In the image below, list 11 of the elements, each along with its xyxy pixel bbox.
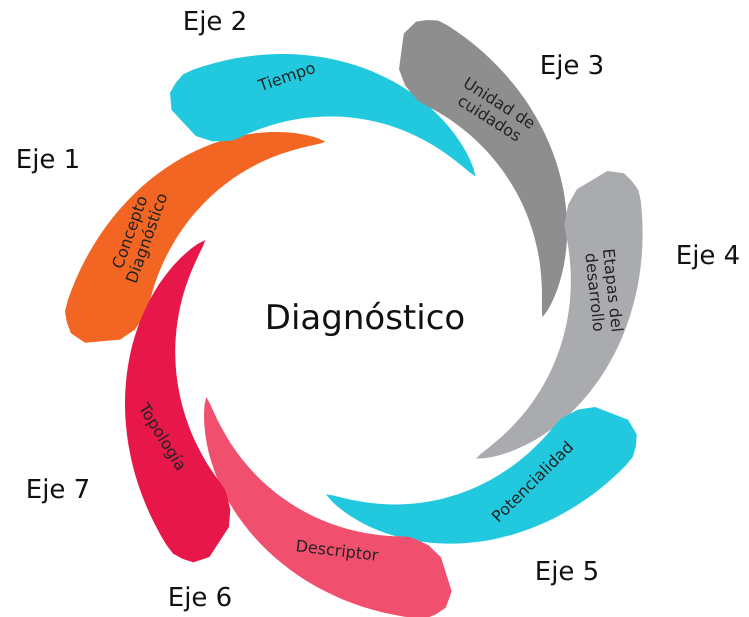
segment-label: Descriptor bbox=[294, 534, 380, 566]
axis-label: Eje 2 bbox=[182, 7, 248, 37]
axis-label: Eje 7 bbox=[26, 475, 90, 505]
axis-label: Eje 5 bbox=[534, 557, 600, 587]
axis-label: Eje 4 bbox=[676, 241, 740, 271]
segment-label: Etapas del desarrollo bbox=[580, 246, 628, 336]
axis-label: Eje 1 bbox=[16, 145, 80, 175]
segment-label: Tiempo bbox=[254, 56, 319, 98]
axis-label: Eje 6 bbox=[168, 583, 232, 613]
axis-label: Eje 3 bbox=[540, 51, 604, 81]
center-title: Diagnóstico bbox=[264, 298, 466, 338]
